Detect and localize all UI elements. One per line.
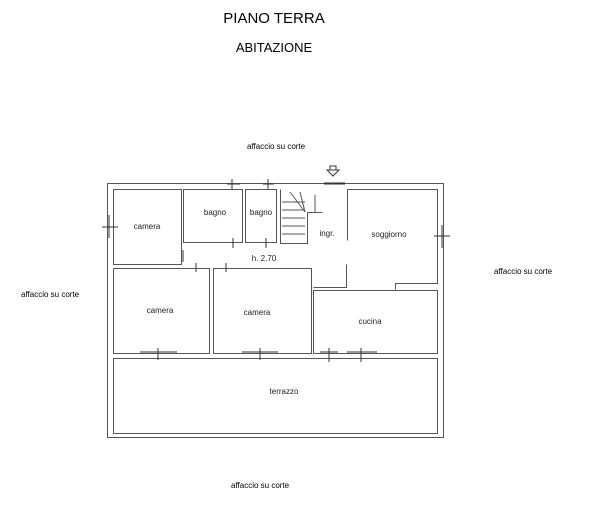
stairs-wall xyxy=(280,189,323,244)
stairs-steps xyxy=(282,191,316,235)
room-cucina xyxy=(313,290,438,354)
room-terrazzo xyxy=(113,358,438,434)
label-terrazzo: terrazzo xyxy=(270,387,299,396)
note-top: affaccio su corte xyxy=(247,142,306,151)
wall-ingresso xyxy=(313,264,347,288)
entrance-arrow-icon xyxy=(325,165,341,177)
outer-wall xyxy=(107,183,444,438)
room-bagno-2 xyxy=(245,189,277,243)
windows xyxy=(102,179,450,362)
height-label: h. 2.70 xyxy=(252,254,277,263)
room-camera-middle xyxy=(213,268,312,354)
plan-title: PIANO TERRA xyxy=(223,10,325,27)
label-ingresso: ingr. xyxy=(319,229,334,238)
label-bagno-2: bagno xyxy=(250,208,273,217)
label-camera-top-left: camera xyxy=(134,222,161,231)
room-soggiorno xyxy=(347,189,438,290)
plan-subtitle: ABITAZIONE xyxy=(235,40,313,55)
label-soggiorno: soggiorno xyxy=(371,230,407,239)
label-cucina: cucina xyxy=(358,317,382,326)
note-right: affaccio su corte xyxy=(494,267,553,276)
room-bagno-1 xyxy=(183,189,243,243)
label-bagno-1: bagno xyxy=(204,208,227,217)
label-camera-middle: camera xyxy=(244,308,271,317)
note-left: affaccio su corte xyxy=(21,290,80,299)
room-camera-bottom-left xyxy=(113,268,210,354)
note-bottom: affaccio su corte xyxy=(231,481,290,490)
label-camera-bottom-left: camera xyxy=(147,306,174,315)
